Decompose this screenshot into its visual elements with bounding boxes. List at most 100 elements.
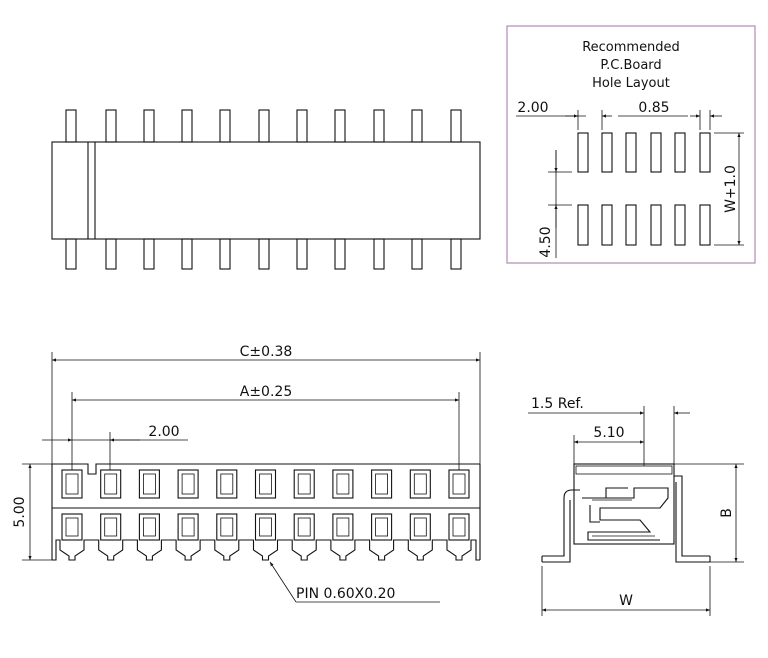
top-pin-lower xyxy=(334,238,346,270)
front-contact-lower-frame xyxy=(371,513,393,541)
front-contact-lower-frame xyxy=(216,513,238,541)
front-contact-upper-inner xyxy=(104,473,118,495)
pcb-hole-layout: Recommended P.C.Board Hole Layout 2.00 0… xyxy=(506,25,756,264)
front-body-bottom-edge xyxy=(52,539,480,561)
front-contact-upper-inner xyxy=(375,473,389,495)
pcb-pitch-label: 2.00 xyxy=(517,100,548,116)
pcb-row-spacing-label: 4.50 xyxy=(538,226,554,257)
front-contact-upper-frame xyxy=(138,469,160,499)
pcb-hole-lower xyxy=(577,204,589,246)
front-contact-upper-inner xyxy=(181,473,195,495)
front-contact-lower-frame xyxy=(61,513,83,541)
front-contact-upper-frame xyxy=(332,469,354,499)
top-pin-lower xyxy=(143,238,155,270)
front-contact-upper-frame xyxy=(293,469,315,499)
front-contact-upper-inner xyxy=(297,473,311,495)
pcb-hole-lower xyxy=(674,204,686,246)
front-view-contacts xyxy=(61,469,470,541)
top-pin-upper xyxy=(219,109,231,143)
side-housing-outline xyxy=(573,463,675,545)
front-contact-lower-inner xyxy=(297,517,311,537)
side-contact-inner xyxy=(589,505,600,523)
front-contact-upper-inner xyxy=(65,473,79,495)
pcb-hole-lower xyxy=(650,204,662,246)
front-contact-upper-inner xyxy=(220,473,234,495)
front-contact-upper-inner xyxy=(452,473,466,495)
front-contact-lower-inner xyxy=(452,517,466,537)
pcb-hole-upper xyxy=(650,132,662,173)
top-pin-upper xyxy=(105,109,117,143)
top-pin-lower xyxy=(373,238,385,270)
front-contact-lower-inner xyxy=(142,517,156,537)
top-pin-lower xyxy=(105,238,117,270)
front-contact-lower-frame xyxy=(409,513,431,541)
front-contact-lower-inner xyxy=(104,517,118,537)
front-contact-lower-frame xyxy=(177,513,199,541)
top-pin-lower xyxy=(181,238,193,270)
front-contact-upper-frame xyxy=(448,469,470,499)
front-contact-upper-frame xyxy=(177,469,199,499)
front-contact-lower-inner xyxy=(375,517,389,537)
front-contact-lower-inner xyxy=(181,517,195,537)
pcb-hole-upper xyxy=(577,132,589,173)
side-view: 1.5 Ref. 5.10 B W xyxy=(528,396,744,616)
top-pin-upper xyxy=(334,109,346,143)
pcb-hole-upper xyxy=(699,132,711,173)
pcb-hole-upper xyxy=(601,132,613,173)
top-pin-upper xyxy=(181,109,193,143)
front-body-top-edge xyxy=(52,463,480,475)
front-contact-lower-frame xyxy=(100,513,122,541)
front-contact-lower-frame xyxy=(293,513,315,541)
top-pin-upper xyxy=(65,109,77,143)
front-contact-lower-frame xyxy=(138,513,160,541)
top-pin-upper xyxy=(411,109,423,143)
front-contact-lower-inner xyxy=(336,517,350,537)
front-contact-lower-frame xyxy=(448,513,470,541)
front-contact-upper-frame xyxy=(100,469,122,499)
top-pin-upper xyxy=(450,109,462,143)
front-pitch-label: 2.00 xyxy=(148,424,179,440)
top-pin-lower xyxy=(219,238,231,270)
front-contact-upper-inner xyxy=(413,473,427,495)
pin-callout-label: PIN 0.60X0.20 xyxy=(296,586,395,602)
top-view-body xyxy=(51,141,481,240)
pcb-hole-lower xyxy=(601,204,613,246)
front-contact-upper-frame xyxy=(216,469,238,499)
side-contact-spring xyxy=(582,487,669,541)
side-ref-label: 1.5 Ref. xyxy=(531,396,584,412)
pcb-hole-upper xyxy=(674,132,686,173)
pcb-hole-upper xyxy=(625,132,637,173)
side-contact-upper xyxy=(605,487,628,498)
top-pin-upper xyxy=(143,109,155,143)
pcb-hole-lower xyxy=(625,204,637,246)
front-span-label: A±0.25 xyxy=(240,384,292,400)
pcb-layout-frame xyxy=(506,25,756,264)
front-height-label: 5.00 xyxy=(12,496,28,527)
top-pin-lower xyxy=(411,238,423,270)
top-view xyxy=(51,109,481,270)
top-pin-lower xyxy=(258,238,270,270)
pcb-hole-lower xyxy=(699,204,711,246)
front-contact-lower-inner xyxy=(220,517,234,537)
pin-callout-leader xyxy=(269,561,297,603)
front-contact-upper-inner xyxy=(142,473,156,495)
pcb-holes xyxy=(577,132,711,246)
pcb-hole-width-label: 0.85 xyxy=(638,100,669,116)
front-view: C±0.38 A±0.25 2.00 5.00 PIN 0.60X0.20 xyxy=(12,344,481,603)
side-width-label: W xyxy=(619,593,633,609)
front-contact-lower-inner xyxy=(413,517,427,537)
pcb-title-line3: Hole Layout xyxy=(592,76,670,91)
front-contact-upper-frame xyxy=(409,469,431,499)
front-contact-upper-frame xyxy=(254,469,277,499)
top-pin-lower xyxy=(296,238,308,270)
side-lead-right xyxy=(674,475,710,557)
front-length-label: C±0.38 xyxy=(240,344,293,360)
front-contact-upper-frame xyxy=(61,469,83,499)
side-lead-right-inner xyxy=(675,482,710,563)
top-pin-upper xyxy=(258,109,270,143)
pcb-title-line2: P.C.Board xyxy=(600,58,661,73)
front-contact-lower-inner xyxy=(259,517,272,537)
front-contact-upper-inner xyxy=(259,473,272,495)
side-housing-top-wall xyxy=(575,465,673,475)
